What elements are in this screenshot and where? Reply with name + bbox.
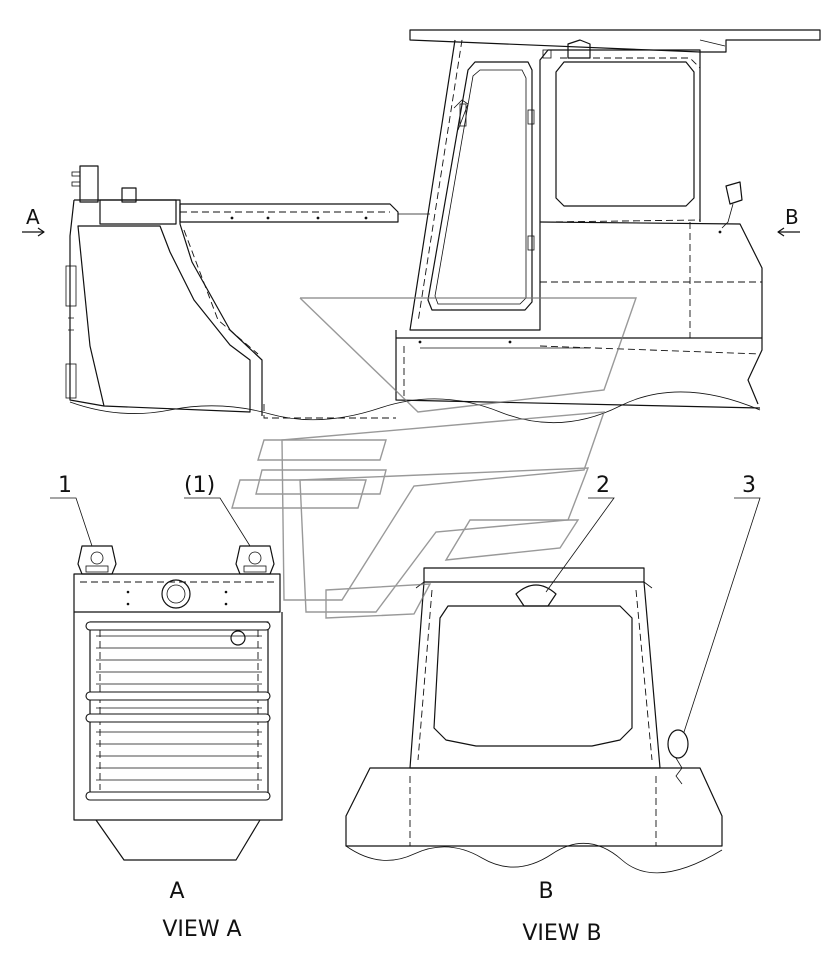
work-lamp-left [77,545,117,575]
callout-3: 3 [683,473,761,733]
view-a-caption: VIEW A [162,917,241,942]
section-marker-b: B [777,205,800,237]
callout-1: 1 [50,473,93,547]
rotating-beacon [667,729,689,785]
view-a-drawing [73,545,283,861]
section-marker-a-label: A [26,205,40,229]
side-view [65,29,821,424]
callout-1-ref: (1) [184,473,251,547]
view-b-drawing [345,567,723,874]
view-a-letter: A [169,879,184,904]
watermark-logo [231,297,637,619]
callout-1-label: 1 [58,473,72,498]
section-marker-b-label: B [785,205,799,229]
callout-2-label: 2 [596,473,610,498]
work-lamp-right [235,545,275,575]
rivet-dots [230,216,722,344]
view-b-letter: B [538,879,553,904]
grille-side-bars [85,621,271,801]
section-marker-a: A [22,205,45,237]
callout-1-ref-label: (1) [184,473,215,498]
callout-2: 2 [545,473,615,593]
view-b-caption: VIEW B [522,921,601,946]
callout-3-label: 3 [742,473,756,498]
grille-louvers [96,635,262,781]
